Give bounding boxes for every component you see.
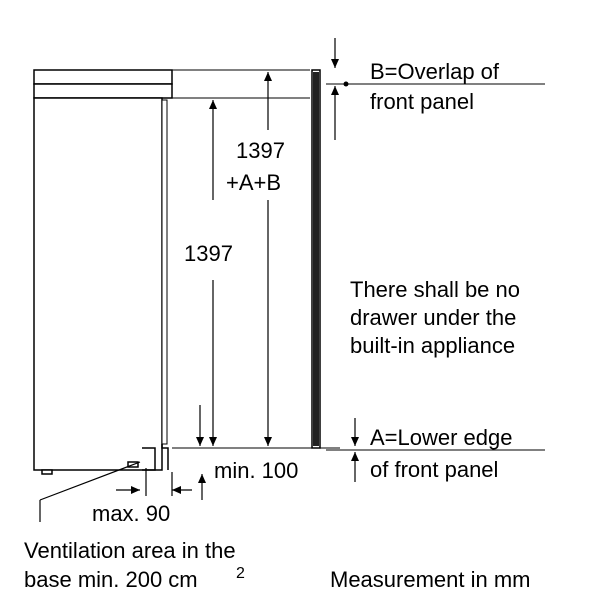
min-gap-label: min. 100: [214, 458, 298, 483]
ventilation-label-sup: 2: [236, 565, 245, 582]
overlap-b-dot: [343, 81, 349, 87]
overlap-b-label-line2: front panel: [370, 89, 474, 114]
lower-edge-a-label-line2: of front panel: [370, 457, 498, 482]
cabinet-top-frame: [33, 69, 173, 85]
no-drawer-line1: There shall be no: [350, 277, 520, 302]
ventilation-label-line2: base min. 200 cm: [24, 567, 198, 592]
dim-total-label-line2: +A+B: [226, 170, 281, 195]
dim-total-label-line1: 1397: [236, 138, 285, 163]
front-panel: [311, 69, 321, 449]
no-drawer-line3: built-in appliance: [350, 333, 515, 358]
door-seal: [161, 99, 168, 445]
appliance: [33, 69, 173, 475]
plinth-step: [161, 444, 169, 470]
appliance-foot-left: [41, 469, 53, 475]
ventilation-leader: [39, 461, 141, 501]
no-drawer-line2: drawer under the: [350, 305, 516, 330]
measurement-note: Measurement in mm: [330, 567, 531, 592]
lower-edge-a-label-line1: A=Lower edge: [370, 425, 513, 450]
labels: B=Overlap of front panel 1397 +A+B 1397 …: [24, 59, 531, 592]
cabinet-top-frame-lower: [33, 83, 173, 99]
dim-height-label: 1397: [184, 241, 233, 266]
dimension-arrows: [39, 38, 359, 522]
overlap-b-label-line1: B=Overlap of: [370, 59, 500, 84]
appliance-body: [33, 97, 163, 471]
max-gap-label: max. 90: [92, 501, 170, 526]
ventilation-label-line1: Ventilation area in the: [24, 538, 236, 563]
ventilation-bracket: [142, 447, 156, 471]
